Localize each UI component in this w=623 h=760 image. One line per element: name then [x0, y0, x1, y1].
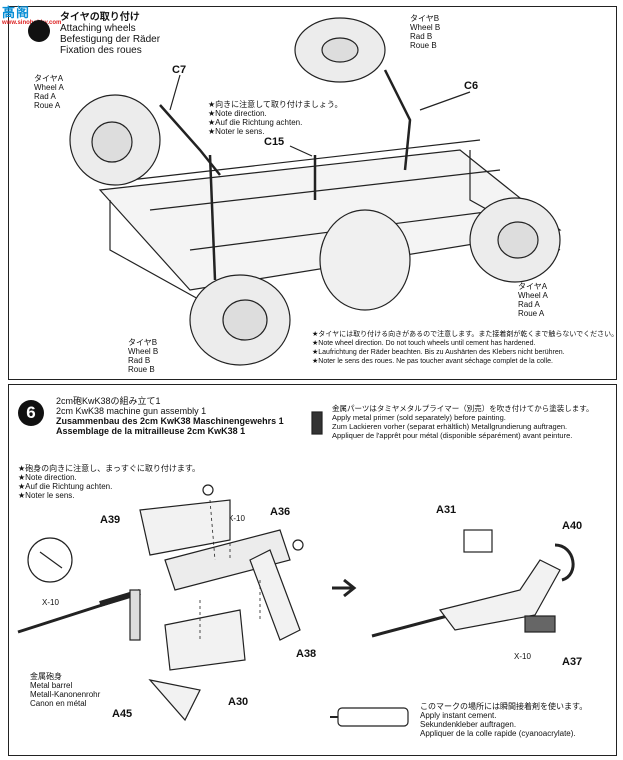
metal-primer-note: 金属パーツはタミヤメタルプライマー（別売）を吹き付けてから塗装します。Apply… [332, 404, 594, 440]
part-a30-label: A30 [228, 696, 249, 708]
step5-title-en: Attaching wheels [60, 23, 136, 34]
step6-title-fr: Assemblage de la mitrailleuse 2cm KwK38 … [56, 426, 246, 436]
watermark-text: 高阁 [2, 6, 31, 21]
part-a36-label: A36 [270, 506, 291, 518]
chassis-wheels-illustration [69, 17, 562, 366]
step6-title-en: 2cm KwK38 machine gun assembly 1 [56, 406, 207, 416]
part-c6-label: C6 [464, 80, 479, 92]
step5-wheel-note: ★タイヤには取り付ける向きがあるので注意します。また接着剤が乾くまで触らないでく… [312, 331, 619, 365]
part-c7-label: C7 [172, 64, 187, 76]
step6-title-de: Zusammenbau des 2cm KwK38 Maschinengeweh… [56, 416, 284, 426]
instant-cement-note: このマークの場所には瞬間接着剤を使います。Apply instant cemen… [420, 702, 588, 738]
step5-title-de: Befestigung der Räder [60, 34, 161, 45]
part-x10-label-2: X-10 [42, 598, 59, 607]
part-a37-label: A37 [562, 656, 583, 668]
part-c15-label: C15 [264, 136, 285, 148]
step5-title-jp: タイヤの取り付け [60, 12, 140, 23]
step6-title-jp: 2cm砲KwK38の組み立て1 [56, 396, 161, 406]
part-a39-label: A39 [100, 514, 121, 526]
part-a31-label: A31 [436, 504, 457, 516]
part-a38-label: A38 [296, 648, 317, 660]
step6-number: 6 [18, 400, 44, 426]
step5-number-badge [28, 20, 50, 42]
part-x10-label-1: X-10 [228, 514, 245, 523]
step5-title: タイヤの取り付け Attaching wheels Befestigung de… [60, 12, 160, 56]
step5-direction-note: ★向きに注意して取り付けましょう。★Note direction.★Auf di… [208, 100, 343, 136]
part-a40-label: A40 [562, 520, 583, 532]
step6-direction-note: ★砲身の向きに注意し、まっすぐに取り付けます。★Note direction.★… [18, 464, 201, 500]
step5-title-fr: Fixation des roues [60, 45, 142, 56]
part-x10-label-3: X-10 [514, 652, 531, 661]
step6-title: 2cm砲KwK38の組み立て1 2cm KwK38 machine gun as… [56, 396, 284, 436]
part-a45-label: A45 [112, 708, 133, 720]
